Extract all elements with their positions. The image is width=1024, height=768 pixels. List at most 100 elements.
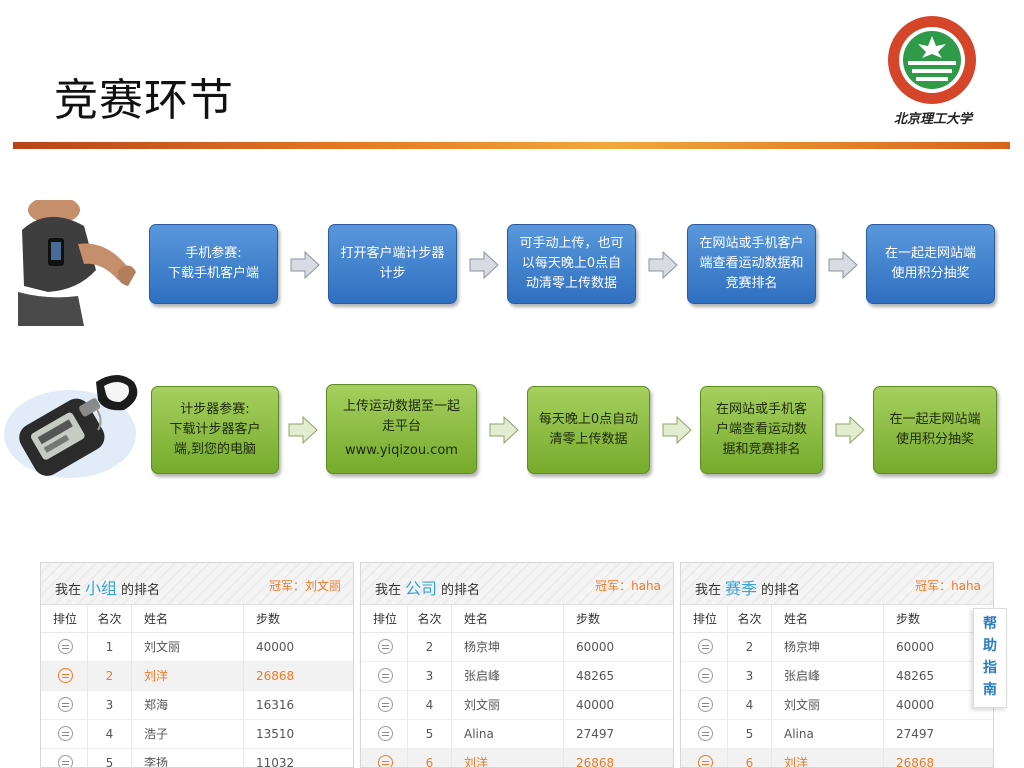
phone-step-4-line1: 在网站或手机客户: [699, 236, 804, 251]
panel-prefix: 我在: [55, 583, 82, 598]
arrow-right-icon: [469, 251, 499, 279]
table-header: 排位 名次 姓名 步数: [681, 605, 993, 633]
row-steps: 27497: [563, 720, 673, 748]
equal-rank-icon: [57, 668, 73, 683]
phone-step-1: 手机参赛: 下载手机客户端: [149, 224, 278, 304]
equal-rank-icon: [697, 755, 713, 767]
row-name: 浩子: [131, 720, 243, 748]
col-name: 姓名: [771, 605, 883, 632]
row-steps: 11032: [243, 749, 353, 767]
champion-label: 冠军：haha: [915, 579, 981, 593]
row-name: 李扬: [131, 749, 243, 767]
col-position: 排位: [53, 612, 78, 626]
row-rank: 3: [87, 691, 131, 719]
pedometer-step-5: 在一起走网站端 使用积分抽奖: [873, 386, 997, 474]
pedometer-step-3-line1: 每天晚上0点自动: [538, 412, 639, 427]
phone-step-5-line2: 使用积分抽奖: [891, 266, 970, 281]
col-steps: 步数: [563, 605, 673, 632]
equal-rank-icon: [57, 697, 73, 712]
panel-title: 我在小组的排名: [55, 575, 160, 599]
arrow-right-icon: [828, 251, 858, 279]
row-name: 张启峰: [451, 662, 563, 690]
table-header: 排位 名次 姓名 步数: [361, 605, 673, 633]
champion-label: 冠军：haha: [595, 579, 661, 593]
equal-rank-icon: [697, 668, 713, 683]
row-steps: 26868: [243, 662, 353, 690]
equal-rank-icon: [697, 639, 713, 654]
pedometer-step-4-line2: 户端查看运动数: [715, 422, 807, 437]
row-name: 刘文丽: [131, 633, 243, 661]
phone-step-5-line1: 在一起走网站端: [884, 246, 976, 261]
equal-rank-icon: [377, 639, 393, 654]
row-steps: 26868: [563, 749, 673, 767]
row-steps: 26868: [883, 749, 993, 767]
row-rank: 1: [87, 633, 131, 661]
row-rank: 5: [407, 720, 451, 748]
university-name: 北京理工大学: [893, 112, 972, 127]
col-rank: 名次: [87, 605, 131, 632]
row-name: 刘洋: [771, 749, 883, 767]
phone-step-2: 打开客户端计步器 计步: [328, 224, 457, 304]
pedometer-step-3-line2: 清零上传数据: [549, 432, 628, 447]
phone-step-2-line2: 计步: [379, 266, 406, 281]
phone-step-4: 在网站或手机客户 端查看运动数据和 竞赛排名: [687, 224, 816, 304]
row-name: 刘洋: [131, 662, 243, 690]
row-rank: 3: [727, 662, 771, 690]
pedometer-photo: [0, 364, 150, 484]
phone-step-4-line2: 端查看运动数据和: [699, 256, 804, 271]
panel-scope[interactable]: 小组: [85, 579, 118, 598]
help-guide-button[interactable]: 帮助指南: [973, 608, 1007, 708]
row-steps: 60000: [563, 633, 673, 661]
panel-title: 我在赛季的排名: [695, 575, 800, 599]
pedometer-step-4-line3: 据和竞赛排名: [722, 442, 801, 457]
row-rank: 4: [407, 691, 451, 719]
equal-rank-icon: [697, 726, 713, 741]
pedometer-step-1-line3: 端,到您的电脑: [173, 442, 257, 457]
panel-prefix: 我在: [375, 583, 402, 598]
col-position: 排位: [373, 612, 398, 626]
champion-label: 冠军：刘文丽: [268, 579, 341, 593]
pedometer-step-2-line2: 走平台: [381, 419, 421, 434]
row-rank: 5: [727, 720, 771, 748]
row-name: 张启峰: [771, 662, 883, 690]
pedometer-step-4-line1: 在网站或手机客: [715, 402, 807, 417]
equal-rank-icon: [377, 726, 393, 741]
row-rank: 5: [87, 749, 131, 767]
pedometer-step-3: 每天晚上0点自动 清零上传数据: [527, 386, 650, 474]
row-rank: 2: [407, 633, 451, 661]
row-steps: 40000: [563, 691, 673, 719]
phone-step-3-line1: 可手动上传，也可: [519, 236, 624, 251]
pedometer-step-5-line1: 在一起走网站端: [889, 412, 981, 427]
panel-scope[interactable]: 赛季: [725, 579, 758, 598]
row-rank: 2: [87, 662, 131, 690]
panel-header: 我在小组的排名 冠军：刘文丽: [41, 563, 353, 605]
panel-header: 我在赛季的排名 冠军：haha: [681, 563, 993, 605]
row-rank: 2: [727, 633, 771, 661]
row-rank: 3: [407, 662, 451, 690]
panel-scope[interactable]: 公司: [405, 579, 438, 598]
panel-prefix: 我在: [695, 583, 722, 598]
panel-suffix: 的排名: [121, 583, 161, 598]
row-name: 郑海: [131, 691, 243, 719]
row-steps: 40000: [883, 691, 993, 719]
col-steps: 步数: [883, 605, 993, 632]
arrow-right-icon: [648, 251, 678, 279]
col-rank: 名次: [407, 605, 451, 632]
